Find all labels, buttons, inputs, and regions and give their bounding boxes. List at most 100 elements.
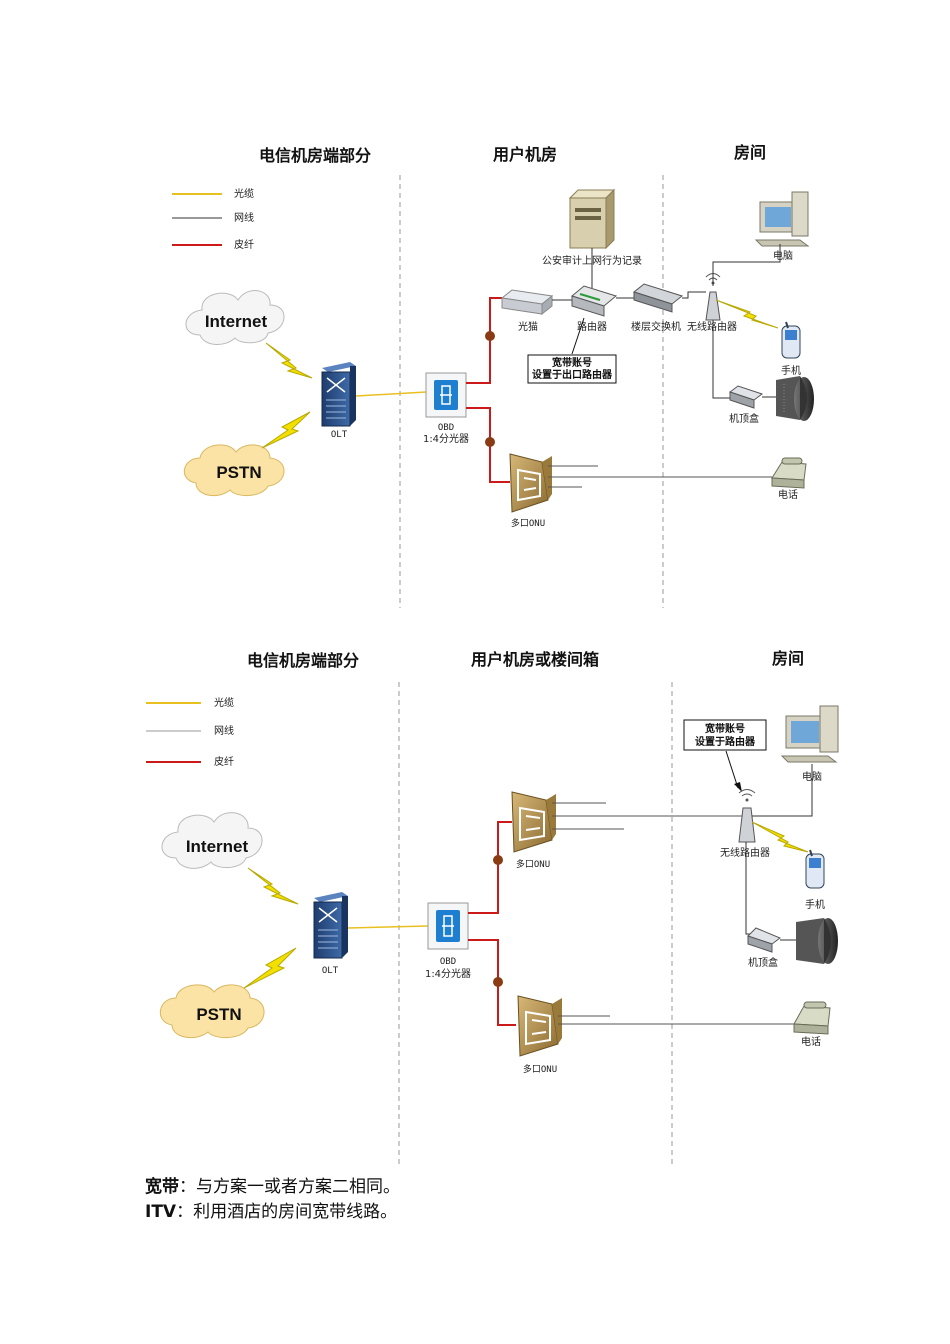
wireless-router-icon <box>705 273 721 321</box>
onu-icon <box>511 791 556 853</box>
diagram-2: 电信机房端部分 用户机房或楼间箱 房间 光缆 网线 皮纤 Internet PS… <box>146 649 839 1165</box>
wireless-router-label: 无线路由器 <box>687 320 737 333</box>
wireless-router-icon <box>738 789 756 843</box>
obd-splitter-icon <box>427 902 469 950</box>
lightning-wifi-icon <box>715 299 779 329</box>
telephone-label: 电话 <box>801 1035 821 1048</box>
note-line-2: 设置于路由器 <box>695 735 756 748</box>
note-line-1: 宽带账号 <box>551 356 592 369</box>
cable-wireless-stb <box>712 320 730 399</box>
note-box-1 <box>527 354 617 384</box>
computer-label: 电脑 <box>773 249 793 262</box>
note-line-1: 宽带账号 <box>704 722 745 735</box>
note-pointer <box>725 750 739 789</box>
olt-icon <box>313 892 348 959</box>
router-label: 路由器 <box>577 320 607 333</box>
modem-label: 光猫 <box>518 320 538 333</box>
fiber-connector-icon <box>485 437 495 447</box>
drop-fiber-to-onu-top <box>468 821 512 914</box>
telephone-icon <box>771 457 807 489</box>
obd-splitter-icon <box>425 372 467 418</box>
lightning-internet-icon <box>265 342 313 379</box>
cable-switch-wireless <box>682 291 706 299</box>
set-top-box-label: 机顶盒 <box>748 956 778 969</box>
legend-label-fiber: 光缆 <box>234 187 254 200</box>
onu-top-label: 多口ONU <box>516 858 550 870</box>
legend: 光缆 网线 皮纤 <box>146 696 234 768</box>
lightning-internet-icon <box>247 867 299 905</box>
legend-label-fiber: 光缆 <box>214 696 234 709</box>
fiber-connector-icon <box>485 331 495 341</box>
pstn-cloud-icon <box>184 444 285 497</box>
tv-icon <box>796 918 838 964</box>
legend-label-drop-fiber: 皮纤 <box>234 238 254 251</box>
header-user-room-or-cabinet: 用户机房或楼间箱 <box>471 650 599 669</box>
lightning-pstn-icon <box>261 411 311 449</box>
fiber-olt-obd <box>355 391 427 397</box>
set-top-box-label: 机顶盒 <box>729 412 759 425</box>
switch-label: 楼层交换机 <box>631 320 681 333</box>
obd-sub-label: 1:4分光器 <box>423 432 469 445</box>
fiber-connector-icon <box>493 855 503 865</box>
pstn-label: PSTN <box>216 463 261 482</box>
mobile-phone-label: 手机 <box>805 898 825 911</box>
footer-line-itv: ITV：利用酒店的房间宽带线路。 <box>145 1197 397 1222</box>
onu-label: 多口ONU <box>511 517 545 529</box>
computer-icon <box>780 705 839 763</box>
legend: 光缆 网线 皮纤 <box>172 187 254 251</box>
fiber-connector-icon <box>493 977 503 987</box>
footer-broadband-text: ：与方案一或者方案二相同。 <box>179 1177 400 1197</box>
onu-icon <box>509 453 552 513</box>
lightning-wifi-icon <box>751 821 809 853</box>
pstn-cloud-icon <box>160 984 265 1039</box>
header-room: 房间 <box>772 649 804 668</box>
header-telecom-room: 电信机房端部分 <box>247 651 359 670</box>
lightning-pstn-icon <box>243 947 297 989</box>
obd-sub-label: 1:4分光器 <box>425 967 471 980</box>
drop-fiber-to-modem <box>466 297 502 384</box>
footer-itv-term: ITV <box>145 1202 177 1222</box>
obd-label: OBD <box>440 957 456 967</box>
header-user-room: 用户机房 <box>493 145 557 164</box>
computer-icon <box>754 191 810 247</box>
obd-label: OBD <box>438 423 454 433</box>
legend-label-drop-fiber: 皮纤 <box>214 755 234 768</box>
note-line-2: 设置于出口路由器 <box>532 368 613 381</box>
note-box-2 <box>683 719 767 751</box>
switch-icon <box>632 283 684 313</box>
router-icon <box>570 285 618 317</box>
fiber-olt-obd <box>347 925 429 929</box>
header-room: 房间 <box>734 143 766 162</box>
legend-label-network: 网线 <box>214 724 234 737</box>
pstn-label: PSTN <box>196 1005 241 1024</box>
note-pointer-arrow <box>734 782 742 792</box>
cable-wireless-stb <box>745 842 750 935</box>
telephone-icon <box>793 1001 831 1035</box>
footer-broadband-term: 宽带 <box>145 1177 179 1197</box>
tv-icon <box>776 376 814 421</box>
header-telecom-room: 电信机房端部分 <box>259 146 371 165</box>
onu-icon <box>517 995 562 1057</box>
olt-label: OLT <box>331 430 348 440</box>
legend-label-network: 网线 <box>234 211 254 224</box>
mobile-phone-label: 手机 <box>781 364 801 377</box>
internet-cloud-icon <box>185 290 285 345</box>
note-pointer <box>571 317 585 355</box>
mobile-phone-icon <box>805 849 825 889</box>
telephone-label: 电话 <box>778 488 798 501</box>
olt-label: OLT <box>322 966 339 976</box>
internet-cloud-icon <box>161 812 263 869</box>
mobile-phone-icon <box>781 321 801 359</box>
set-top-box-icon <box>747 927 781 953</box>
footer-itv-text: ：利用酒店的房间宽带线路。 <box>176 1202 398 1222</box>
set-top-box-icon <box>728 385 764 409</box>
olt-icon <box>321 362 356 427</box>
internet-label: Internet <box>205 312 268 331</box>
wireless-router-label: 无线路由器 <box>720 846 770 859</box>
modem-icon <box>500 289 554 316</box>
internet-label: Internet <box>186 837 249 856</box>
drop-fiber-to-onu-bottom <box>468 939 516 1026</box>
server-icon <box>568 188 616 250</box>
onu-bottom-label: 多口ONU <box>523 1063 557 1075</box>
